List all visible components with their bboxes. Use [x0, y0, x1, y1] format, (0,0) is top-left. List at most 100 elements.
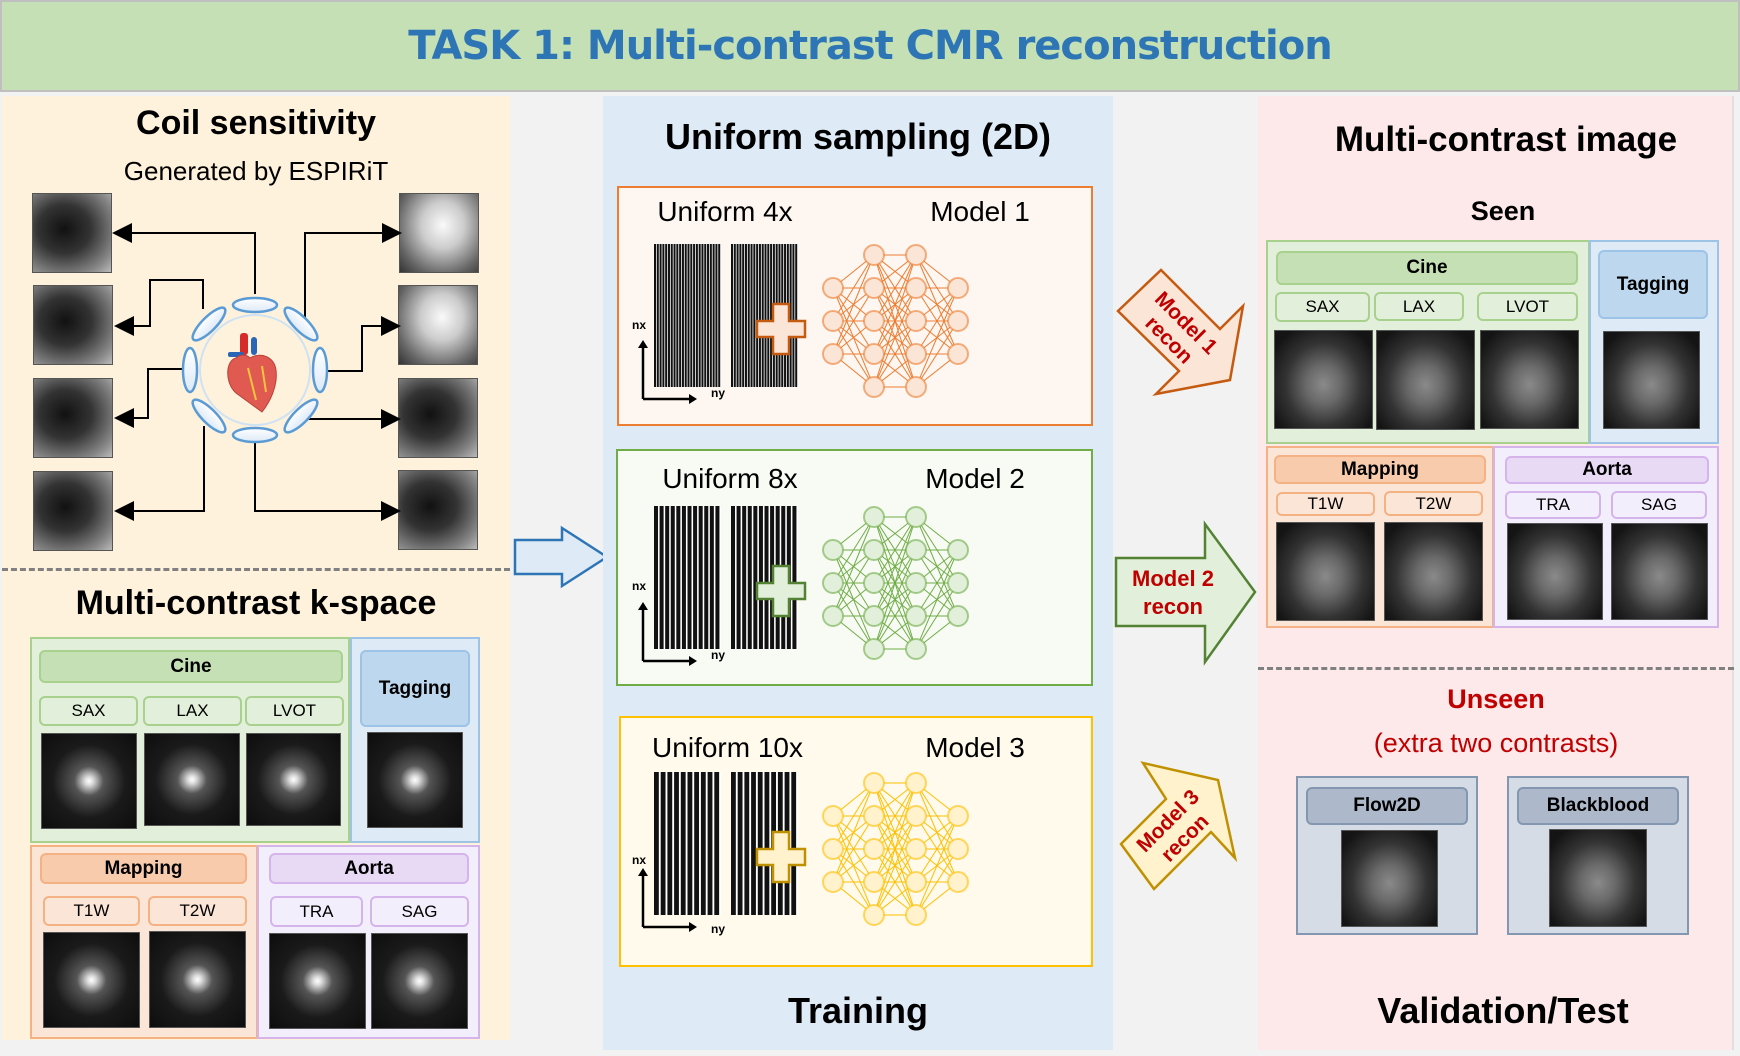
arrowhead-icon [689, 656, 697, 666]
mri-image [1376, 330, 1475, 430]
kspace-image [371, 933, 468, 1029]
sampling-line [761, 244, 764, 387]
kspace-view-label: LAX [143, 696, 242, 726]
network-edge [915, 287, 959, 388]
network-node [863, 244, 885, 266]
network-node [822, 805, 844, 827]
kspace-view-label: LVOT [245, 696, 344, 726]
network-node [905, 506, 927, 528]
sampling-line [687, 772, 693, 915]
rf-coil-ring [181, 296, 329, 444]
network-edge [832, 254, 875, 355]
image-view-label: LVOT [1477, 292, 1578, 321]
network-node [905, 244, 927, 266]
network-node [863, 572, 885, 594]
sampling-line [736, 506, 741, 649]
coil-diagram [112, 223, 402, 521]
sampling-line [656, 244, 659, 387]
kspace-image [367, 732, 463, 828]
network-node [947, 310, 969, 332]
sampling-line [757, 772, 763, 915]
kspace-aorta-label: Aorta [269, 853, 469, 884]
sampling-line [709, 506, 714, 649]
sampling-line [712, 244, 715, 387]
sampling-label: Uniform 8x [662, 463, 798, 494]
sampling-line [654, 244, 657, 387]
sampling-line [731, 506, 736, 649]
sampling-line [792, 506, 797, 649]
network-edge [873, 782, 917, 883]
network-edge [873, 782, 917, 850]
network-edge [873, 582, 917, 650]
coil-map-image [33, 378, 113, 458]
network-edge [832, 287, 875, 355]
title-banner: TASK 1: Multi-contrast CMR reconstructio… [0, 0, 1740, 92]
sampling-line [700, 772, 706, 915]
sampling-line [673, 244, 676, 387]
coil-map-image [33, 285, 113, 365]
image-view-label: TRA [1505, 491, 1601, 519]
sampling-line [667, 772, 673, 915]
section-divider [2, 568, 510, 571]
validation-test-label: Validation/Test [1377, 990, 1629, 1031]
sampling-line [707, 244, 710, 387]
unseen-subtitle: (extra two contrasts) [1373, 728, 1619, 758]
unseen-blackblood-label: Blackblood [1517, 787, 1679, 825]
heart-icon [227, 333, 277, 413]
network-edge [873, 254, 917, 388]
sampling-line [767, 244, 770, 387]
sampling-diagrams [638, 244, 969, 932]
network-edge [832, 782, 875, 883]
network-edge [832, 549, 875, 617]
kspace-view-label: SAX [39, 696, 138, 726]
network-node [822, 310, 844, 332]
training-label: Training [787, 990, 928, 1031]
sampling-line [764, 244, 767, 387]
sampling-line [698, 244, 701, 387]
seen-label: Seen [1470, 196, 1536, 226]
sampling-line [758, 244, 761, 387]
network-edge [873, 516, 917, 650]
sampling-line [753, 244, 756, 387]
sampling-line [654, 506, 659, 649]
sampling-line [681, 506, 686, 649]
sampling-line [701, 244, 704, 387]
sampling-line [707, 772, 713, 915]
plus-icon [755, 564, 807, 618]
network-edge [915, 549, 959, 617]
network-node [905, 572, 927, 594]
mri-image [1603, 331, 1700, 429]
sampling-label: Uniform 4x [657, 196, 793, 227]
network-node [947, 572, 969, 594]
mri-image [1611, 523, 1708, 620]
sampling-line [690, 244, 693, 387]
network-node [905, 376, 927, 398]
unseen-label: Unseen [1447, 684, 1545, 714]
network-node [905, 343, 927, 365]
sampling-line [693, 244, 696, 387]
sampling-line [654, 772, 659, 915]
sampling-line [693, 506, 698, 649]
network-node [905, 871, 927, 893]
network-node [905, 605, 927, 627]
network-edge [915, 848, 959, 916]
coil-sensitivity-title: Coil sensitivity [136, 104, 376, 142]
network-node [905, 539, 927, 561]
sampling-label: Uniform 10x [652, 732, 803, 763]
network-edge [832, 254, 875, 322]
network-node [947, 838, 969, 860]
sampling-line [742, 244, 745, 387]
network-edge [873, 516, 917, 584]
kspace-mapping-label: Mapping [40, 853, 247, 884]
network-edge [873, 254, 917, 355]
image-tagging-label: Tagging [1598, 250, 1708, 319]
sampling-line [709, 244, 712, 387]
image-mapping-label: Mapping [1274, 455, 1486, 484]
kspace-image [41, 733, 137, 829]
sampling-line [695, 244, 698, 387]
sampling-line [764, 772, 770, 915]
sampling-line [715, 506, 720, 649]
network-node [947, 605, 969, 627]
network-node [822, 572, 844, 594]
network-edge [873, 848, 917, 916]
